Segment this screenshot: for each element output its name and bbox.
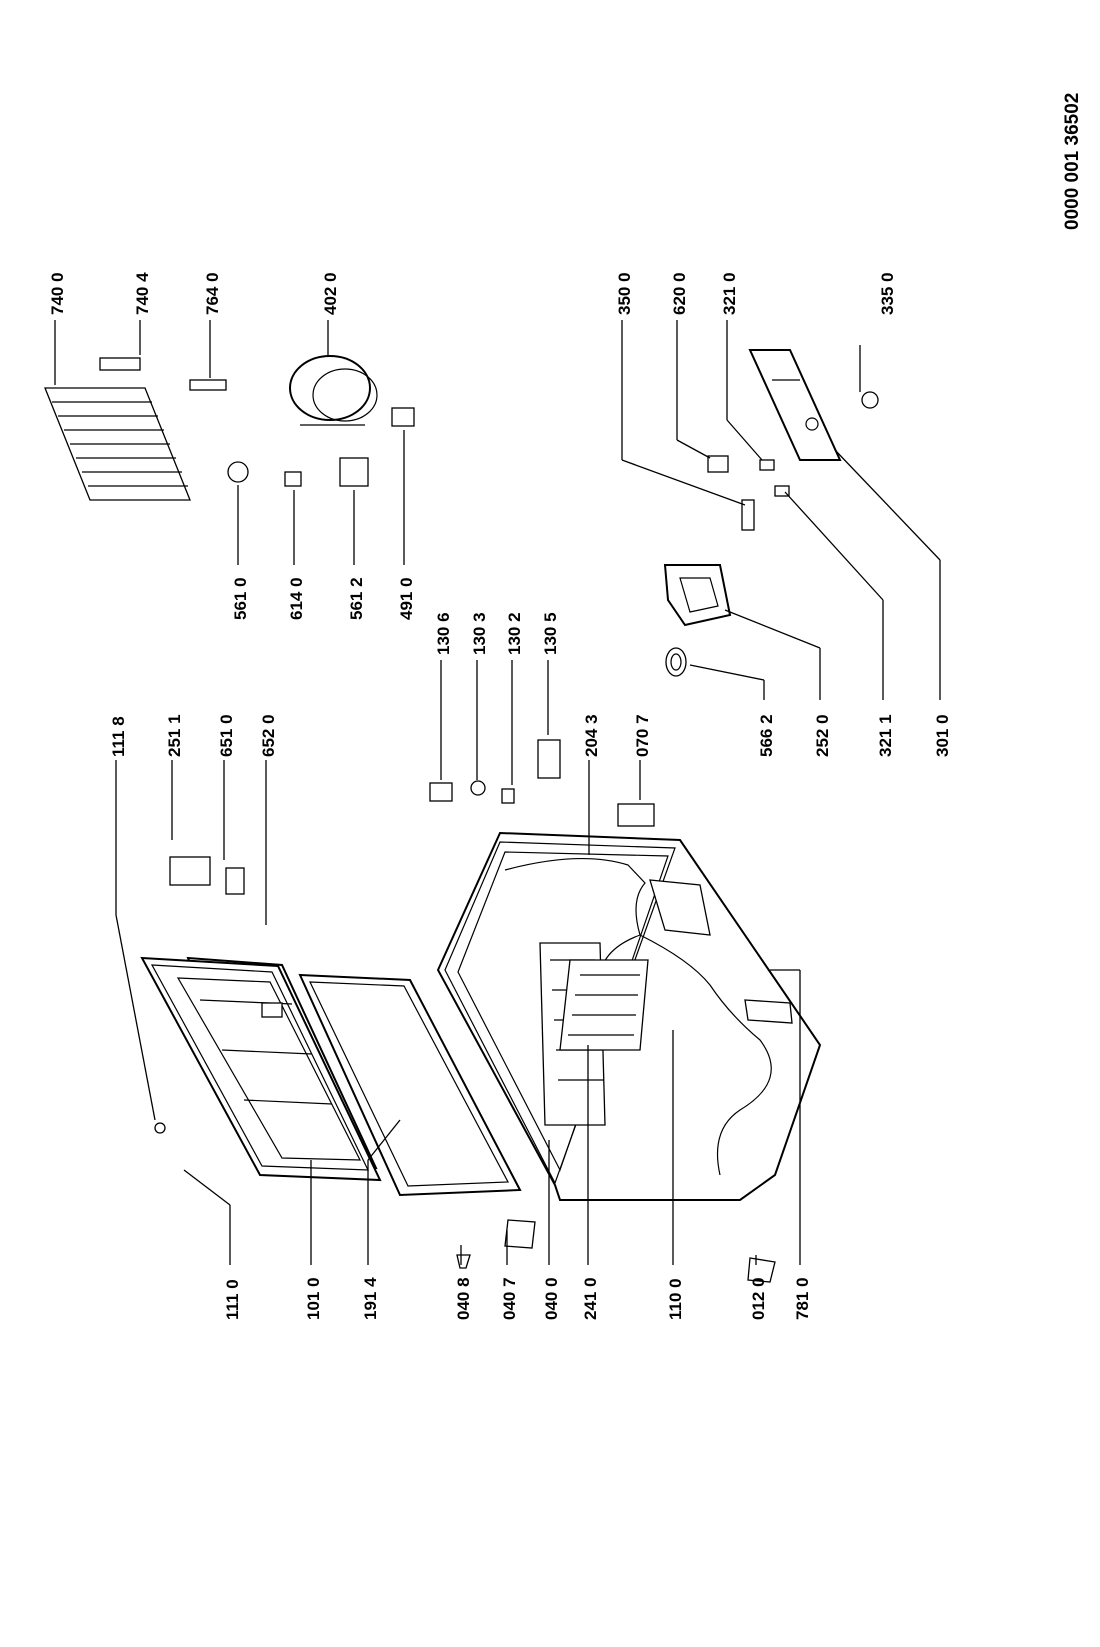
part-491-0 xyxy=(391,407,415,427)
label-012-0: 012 0 xyxy=(749,1277,768,1320)
label-252-0: 252 0 xyxy=(813,714,832,757)
part-620-0 xyxy=(707,455,729,473)
label-321-1: 321 1 xyxy=(876,714,895,757)
label-130-2: 130 2 xyxy=(505,612,524,655)
label-130-6: 130 6 xyxy=(434,612,453,655)
label-740-0: 740 0 xyxy=(48,272,67,315)
part-561-0 xyxy=(227,461,249,483)
part-130-3 xyxy=(470,780,486,796)
label-251-1: 251 1 xyxy=(165,714,184,757)
label-101-0: 101 0 xyxy=(304,1277,323,1320)
part-040-8 xyxy=(456,1254,471,1269)
label-111-8: 111 8 xyxy=(109,716,128,757)
label-561-2: 561 2 xyxy=(347,577,366,620)
part-111-8 xyxy=(154,1122,166,1134)
label-321-0: 321 0 xyxy=(720,272,739,315)
label-204-3: 204 3 xyxy=(582,714,601,757)
part-labels: 111 8 251 1 651 0 652 0 111 0 101 0 191 … xyxy=(48,272,952,1320)
part-561-2 xyxy=(339,457,369,487)
label-040-7: 040 7 xyxy=(500,1277,519,1320)
label-301-0: 301 0 xyxy=(933,714,952,757)
label-191-4: 191 4 xyxy=(361,1277,380,1320)
label-070-7: 070 7 xyxy=(633,714,652,757)
part-130-6 xyxy=(429,782,453,802)
part-740-4 xyxy=(99,357,141,371)
label-614-0: 614 0 xyxy=(287,577,306,620)
document-number: 0000 001 36502 xyxy=(1062,93,1083,230)
label-350-0: 350 0 xyxy=(615,272,634,315)
label-130-3: 130 3 xyxy=(470,612,489,655)
label-040-0: 040 0 xyxy=(542,1277,561,1320)
part-350-0 xyxy=(741,499,755,531)
part-614-0 xyxy=(284,471,302,487)
heater-spring xyxy=(665,647,687,677)
control-panel xyxy=(748,349,842,461)
label-764-0: 764 0 xyxy=(203,272,222,315)
label-402-0: 402 0 xyxy=(321,272,340,315)
part-251-1 xyxy=(169,856,211,886)
part-321-0 xyxy=(759,459,775,471)
label-561-0: 561 0 xyxy=(231,577,250,620)
part-321-1 xyxy=(774,485,790,497)
part-012-0 xyxy=(747,1257,776,1283)
thermostat-housing xyxy=(663,564,732,627)
part-040-7 xyxy=(504,1219,536,1249)
label-241-0: 241 0 xyxy=(581,1277,600,1320)
label-566-2: 566 2 xyxy=(757,714,776,757)
label-110-0: 110 0 xyxy=(666,1278,685,1320)
leader-lines xyxy=(54,320,941,1265)
label-040-8: 040 8 xyxy=(454,1277,473,1320)
part-130-5 xyxy=(537,739,561,779)
part-764-0 xyxy=(189,379,227,391)
part-335-0 xyxy=(861,391,879,409)
part-651-0 xyxy=(225,867,245,895)
label-130-5: 130 5 xyxy=(541,612,560,655)
label-781-0: 781 0 xyxy=(793,1277,812,1320)
label-335-0: 335 0 xyxy=(878,272,897,315)
lid-gasket-frame xyxy=(298,973,522,1197)
label-491-0: 491 0 xyxy=(397,577,416,620)
label-620-0: 620 0 xyxy=(670,272,689,315)
label-740-4: 740 4 xyxy=(133,272,152,315)
condenser-coil xyxy=(44,387,191,501)
label-111-0: 111 0 xyxy=(223,1279,242,1320)
part-070-7 xyxy=(617,803,655,827)
compressor xyxy=(289,355,378,426)
label-652-0: 652 0 xyxy=(259,714,278,757)
wire-basket xyxy=(559,959,649,1051)
label-651-0: 651 0 xyxy=(217,714,236,757)
part-130-2 xyxy=(501,788,515,804)
